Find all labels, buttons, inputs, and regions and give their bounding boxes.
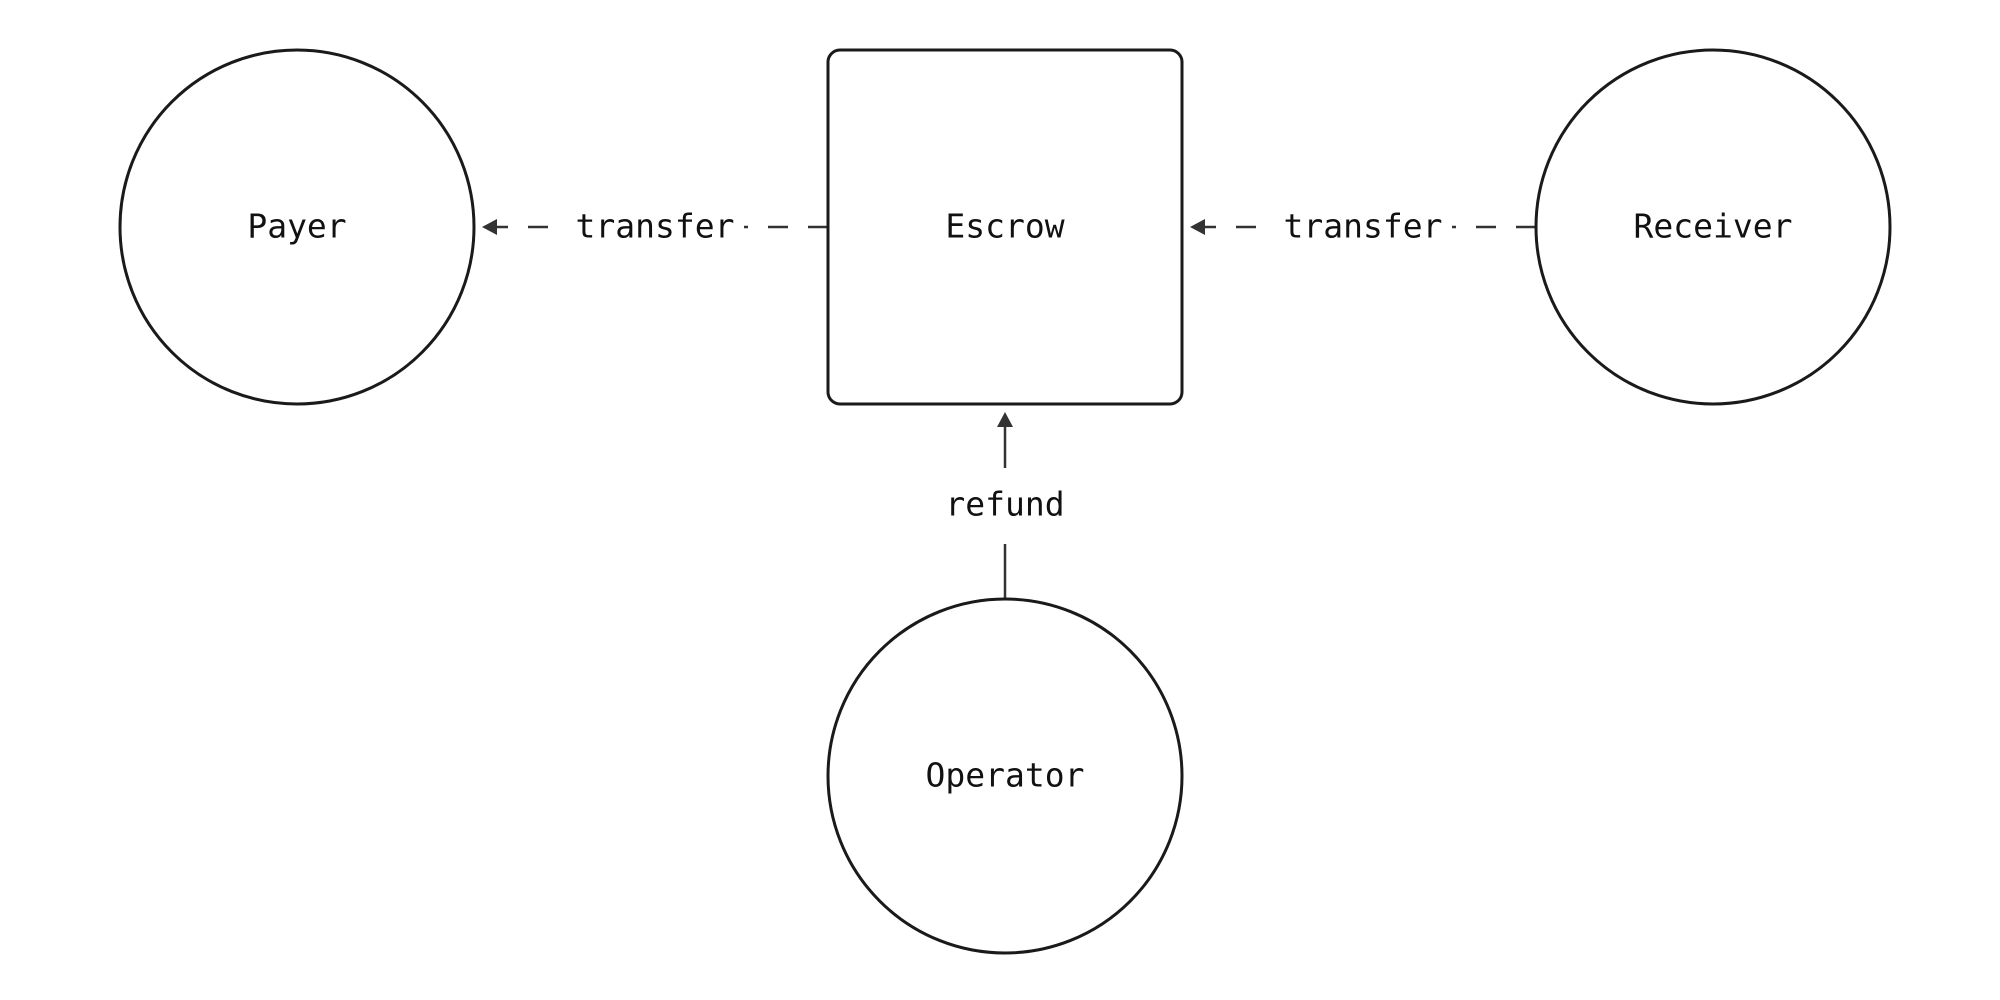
node-payer-label: Payer (247, 207, 346, 246)
node-receiver[interactable]: Receiver (1534, 48, 1892, 406)
edge-escrow-to-payer-arrowhead (482, 219, 497, 235)
edge-receiver-to-escrow: transfer (1190, 205, 1536, 249)
edge-escrow-to-payer-label-bg (568, 205, 744, 249)
node-escrow-box (826, 48, 1184, 406)
node-escrow-label: Escrow (945, 207, 1064, 246)
edge-receiver-to-escrow-arrowhead (1190, 219, 1205, 235)
node-receiver-circle (1534, 48, 1892, 406)
edge-operator-to-escrow-label: refund (945, 485, 1064, 524)
node-operator[interactable]: Operator (826, 597, 1184, 955)
edge-operator-to-escrow-arrowhead (997, 412, 1013, 427)
edge-receiver-to-escrow-label: transfer (1284, 207, 1443, 246)
node-escrow[interactable]: Escrow (826, 48, 1184, 406)
node-operator-label: Operator (926, 756, 1085, 795)
node-receiver-label: Receiver (1634, 207, 1793, 246)
edge-receiver-to-escrow-label-bg (1276, 205, 1452, 249)
edge-operator-to-escrow: refund (945, 412, 1065, 598)
edge-escrow-to-payer: transfer (482, 205, 828, 249)
node-operator-circle (826, 597, 1184, 955)
edge-escrow-to-payer-label: transfer (576, 207, 735, 246)
node-payer[interactable]: Payer (118, 48, 476, 406)
node-payer-circle (118, 48, 476, 406)
